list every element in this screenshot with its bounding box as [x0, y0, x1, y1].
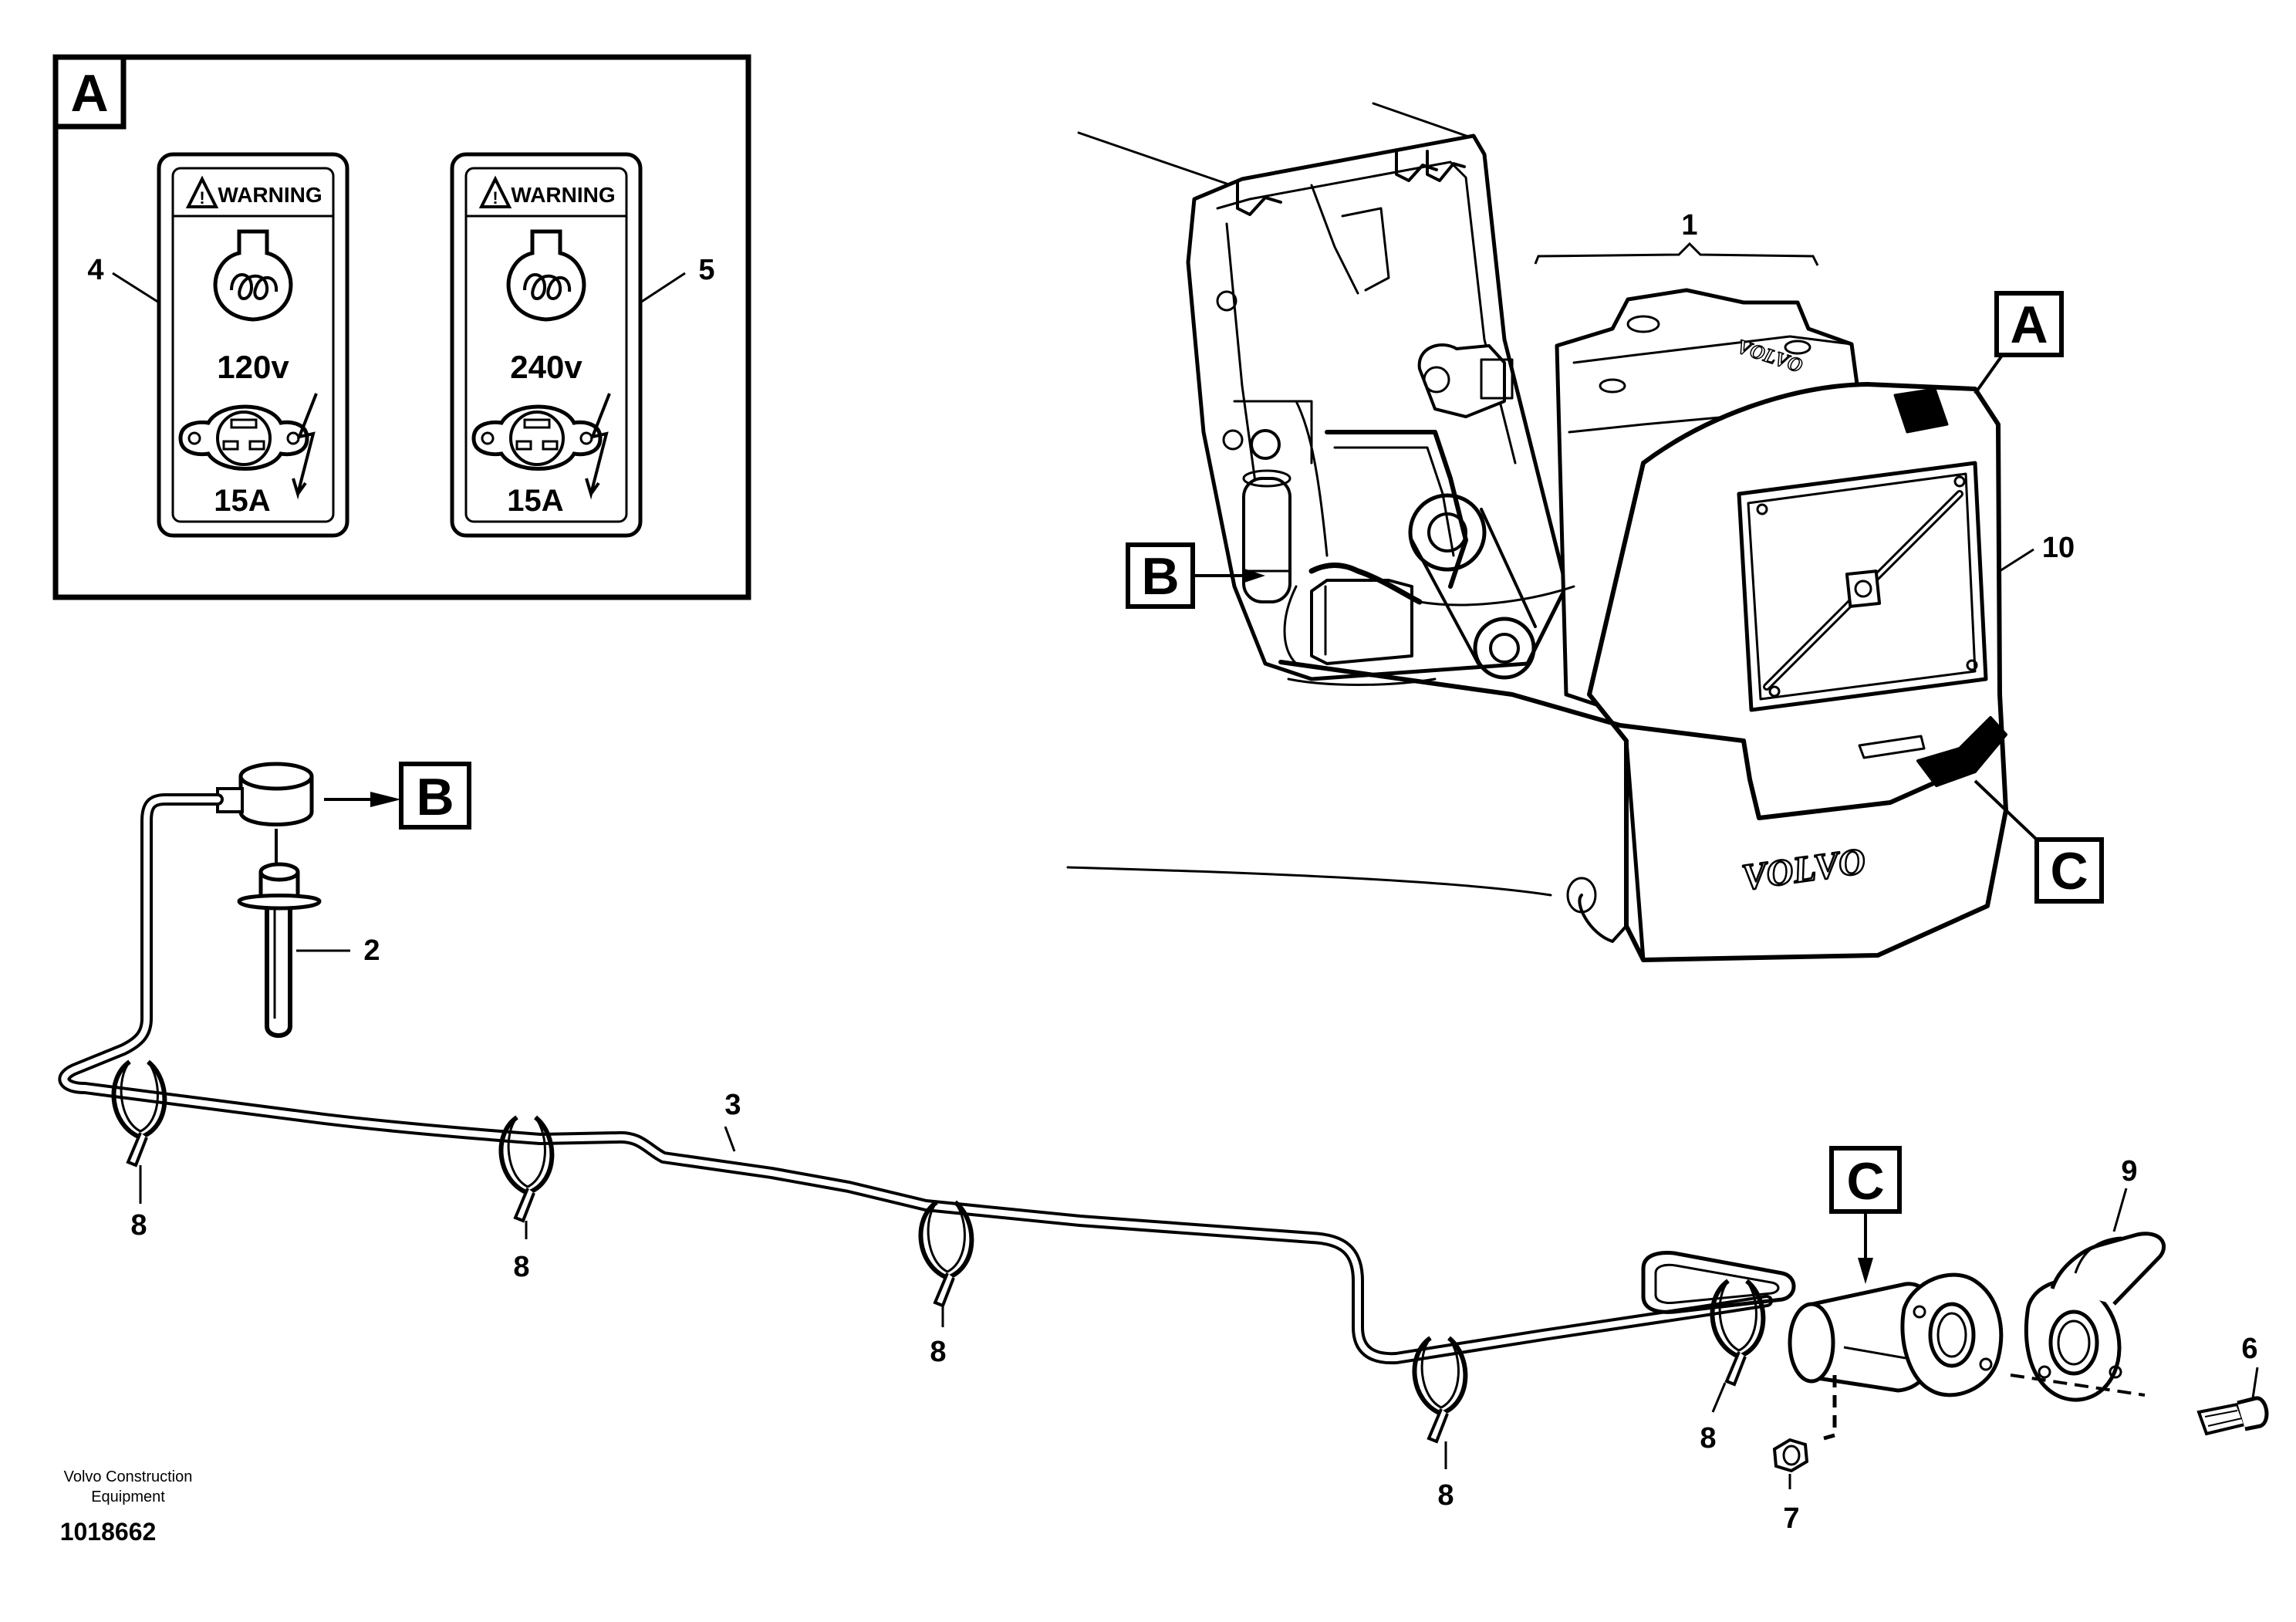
- svg-text:C: C: [2050, 842, 2088, 901]
- svg-text:!: !: [492, 188, 498, 208]
- heater-element-icon: [506, 229, 586, 322]
- svg-text:B: B: [1141, 547, 1179, 606]
- callout-7: 7: [1783, 1502, 1799, 1535]
- nut: [1772, 1438, 1809, 1473]
- callout-4: 4: [87, 254, 103, 286]
- warning-triangle-icon: !: [185, 175, 219, 208]
- cable-clip: [113, 1062, 164, 1165]
- marker-c-parts: C: [1829, 1146, 1902, 1284]
- drawing-number: 1018662: [60, 1518, 157, 1546]
- lightning-icon: [292, 393, 318, 500]
- marker-b-parts: B: [324, 762, 471, 830]
- warning-triangle-icon: !: [478, 175, 512, 208]
- callout-8b: 8: [513, 1251, 529, 1283]
- callout-3: 3: [724, 1089, 741, 1121]
- callout-8d: 8: [1437, 1479, 1454, 1512]
- svg-text:A: A: [2010, 296, 2048, 354]
- current-text: 15A: [214, 484, 270, 518]
- marker-c-machine: C: [1974, 779, 2104, 904]
- warning-text: WARNING: [218, 183, 322, 207]
- lightning-icon: [585, 393, 611, 500]
- detail-a-letter: A: [70, 64, 108, 123]
- voltage-text: 240v: [510, 349, 582, 385]
- callout-8e: 8: [1700, 1422, 1716, 1455]
- detail-a-panel: A ! WARNING 120v: [52, 54, 751, 600]
- callout-8c: 8: [930, 1336, 946, 1368]
- callout-8a: 8: [130, 1209, 147, 1242]
- callout-10: 10: [2042, 532, 2075, 564]
- heater-cable: [58, 793, 1773, 1365]
- socket-housing: [1788, 1272, 2004, 1397]
- cable-clip: [920, 1202, 971, 1306]
- callout-6: 6: [2241, 1333, 2257, 1365]
- power-socket-icon: [178, 404, 309, 471]
- bolt: [2196, 1396, 2269, 1436]
- svg-text:B: B: [416, 768, 454, 826]
- company-name-line2: Equipment: [91, 1489, 165, 1505]
- socket-cover: [2010, 1232, 2166, 1402]
- voltage-text: 120v: [217, 349, 289, 385]
- callout-5: 5: [698, 254, 714, 286]
- marker-b-machine: B: [1126, 542, 1265, 609]
- machine-rear-view: VOLVO: [1066, 102, 2008, 962]
- callout-2: 2: [363, 934, 380, 967]
- marker-a-machine: A: [1974, 291, 2064, 395]
- company-name-line1: Volvo Construction: [64, 1468, 193, 1485]
- power-socket-icon: [471, 404, 603, 471]
- callout-9: 9: [2121, 1155, 2137, 1188]
- current-text: 15A: [507, 484, 563, 518]
- warning-label-240v: ! WARNING 240v 15A: [450, 152, 643, 538]
- svg-text:!: !: [199, 188, 204, 208]
- svg-text:C: C: [1846, 1152, 1884, 1211]
- callout-1: 1: [1681, 209, 1697, 242]
- warning-label-120v: ! WARNING 120v 15A: [157, 152, 349, 538]
- parts-exploded-view: 2 B 3 8 8 8 8 8: [58, 762, 2269, 1535]
- heater-element-icon: [213, 229, 293, 322]
- cable-connector: [216, 762, 314, 866]
- heater-element: [237, 862, 350, 1038]
- warning-text: WARNING: [511, 183, 615, 207]
- footer: Volvo Construction Equipment 1018662: [60, 1468, 193, 1546]
